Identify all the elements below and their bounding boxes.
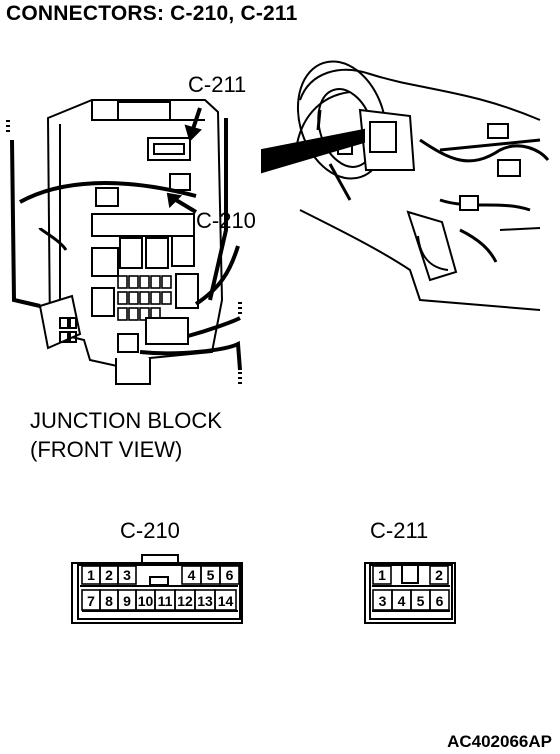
c211-connector-name: C-211 (370, 518, 429, 543)
c210-pin-3-cell (117, 565, 137, 585)
c210-pin-7: 7 (87, 593, 95, 609)
c210-pin-14: 14 (218, 593, 234, 609)
c210-connector-face (71, 554, 243, 624)
c210-pin-9: 9 (123, 593, 131, 609)
c211-pin-3: 3 (379, 593, 387, 609)
c210-pin-3: 3 (123, 567, 131, 583)
c210-pin-12: 12 (177, 593, 193, 609)
c210-pin-6-cell (219, 565, 240, 585)
c211-callout-label: C-211 (188, 72, 247, 97)
junction-block-label-line2: (FRONT VIEW) (30, 437, 183, 462)
c210-pin-11: 11 (158, 593, 173, 609)
c211-pin-2: 2 (435, 567, 443, 583)
c210-pin-1: 1 (87, 567, 95, 583)
c211-pin-1: 1 (378, 567, 386, 583)
c210-connector-name: C-210 (120, 518, 180, 543)
junction-block-label-line1: JUNCTION BLOCK (30, 408, 222, 433)
figure-code: AC402066AP (447, 732, 552, 751)
c210-pin-14-cell (214, 589, 237, 611)
c211-pin-6: 6 (436, 593, 444, 609)
c210-callout-label: C-210 (196, 208, 256, 233)
junction-block-label: JUNCTION BLOCK (FRONT VIEW) (30, 406, 222, 464)
c210-pin-6: 6 (226, 567, 234, 583)
c211-pin-2-cell (429, 565, 449, 585)
diagram-title: CONNECTORS: C-210, C-211 (6, 2, 298, 25)
c210-pin-10: 10 (138, 593, 154, 609)
c210-pin-5: 5 (207, 567, 215, 583)
c210-block-connector (91, 213, 195, 237)
c210-pin-13: 13 (197, 593, 213, 609)
c211-connector-face (364, 562, 456, 624)
c211-pin-6-cell (429, 589, 450, 611)
c210-pin-2: 2 (105, 567, 113, 583)
c211-pin-4: 4 (398, 593, 406, 609)
c210-pin-4: 4 (188, 567, 196, 583)
c210-pin-8: 8 (105, 593, 113, 609)
location-arrow (261, 128, 365, 174)
c211-pin-1-cell (372, 565, 392, 585)
c211-pin-5: 5 (417, 593, 425, 609)
